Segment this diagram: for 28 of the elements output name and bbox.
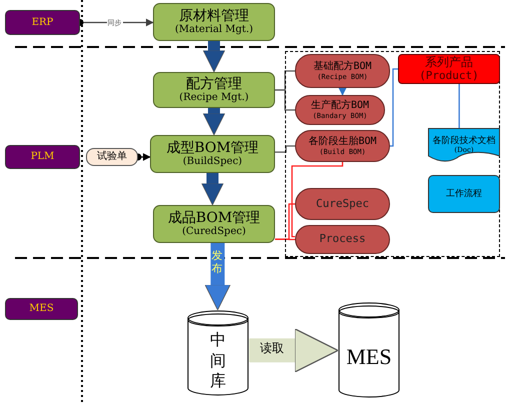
block-arrow	[202, 41, 226, 72]
system-label: MES	[5, 298, 78, 320]
block-arrow	[204, 243, 231, 310]
dashed-group-frame	[285, 51, 500, 257]
process-box: 原材料管理 (Material Mgt.)	[153, 3, 275, 41]
document-tag: 试验单	[86, 148, 138, 166]
edge-label: 发布	[212, 249, 224, 276]
connector-line	[275, 145, 295, 153]
connector-line	[275, 89, 295, 111]
process-box: 配方管理 (Recipe Mgt.)	[153, 72, 275, 108]
process-box: 成型BOM管理 (BuildSpec)	[150, 135, 275, 173]
block-arrow	[201, 173, 224, 206]
connector-line	[291, 162, 344, 238]
spec-pill: CureSpec	[295, 188, 390, 220]
spec-pill: Process	[295, 225, 390, 254]
block-arrow	[249, 328, 339, 373]
connector-line	[390, 68, 398, 147]
arrow	[338, 88, 346, 96]
connector-line	[458, 84, 460, 128]
block-arrow	[202, 108, 226, 136]
database-cylinder: 中间库	[187, 310, 249, 396]
connector-line	[275, 238, 295, 240]
process-box: 成品BOM管理 (CuredSpec)	[153, 205, 275, 243]
system-label: PLM	[5, 145, 80, 169]
database-cylinder: MES	[338, 302, 400, 398]
product-box: 系列产品 (Product)	[398, 54, 500, 84]
system-label: ERP	[5, 10, 80, 35]
workflow-box: 工作流程	[428, 175, 500, 213]
